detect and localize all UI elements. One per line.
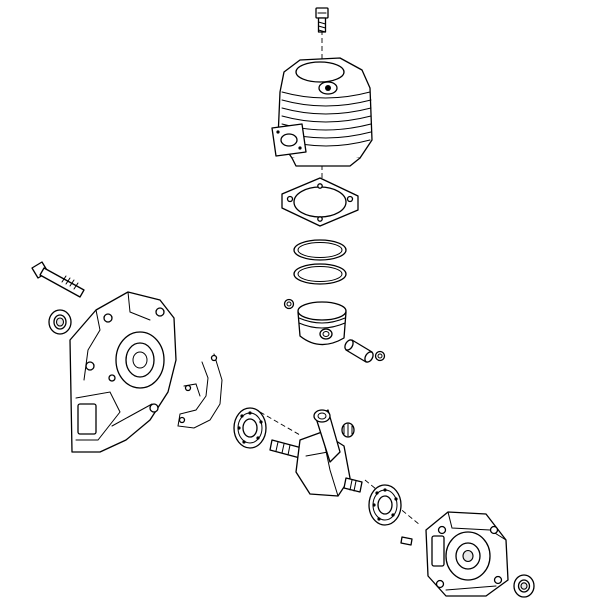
woodruff-key-icon: [400, 536, 413, 546]
needle-bearing-icon: [341, 422, 355, 438]
piston-icon: [297, 301, 347, 346]
crankcase-right-half-icon: [425, 511, 509, 597]
ball-bearing-icon: [368, 484, 402, 526]
crankcase-left-half-icon: [69, 291, 177, 453]
crankcase-gasket-icon: [177, 353, 223, 429]
cylinder-screw-icon: [315, 7, 329, 33]
ball-bearing-icon: [233, 407, 267, 449]
oil-seal-icon: [513, 574, 535, 598]
crankcase-bolt-icon: [31, 261, 85, 298]
piston-pin-circlip-icon: [283, 298, 386, 362]
ball-bearing-icon: [48, 309, 72, 335]
cylinder-icon: [271, 57, 373, 167]
cylinder-gasket-icon: [281, 177, 359, 227]
piston-pin-icon: [344, 339, 374, 363]
crankshaft-icon: [269, 409, 363, 497]
piston-ring-icon: [293, 239, 347, 285]
